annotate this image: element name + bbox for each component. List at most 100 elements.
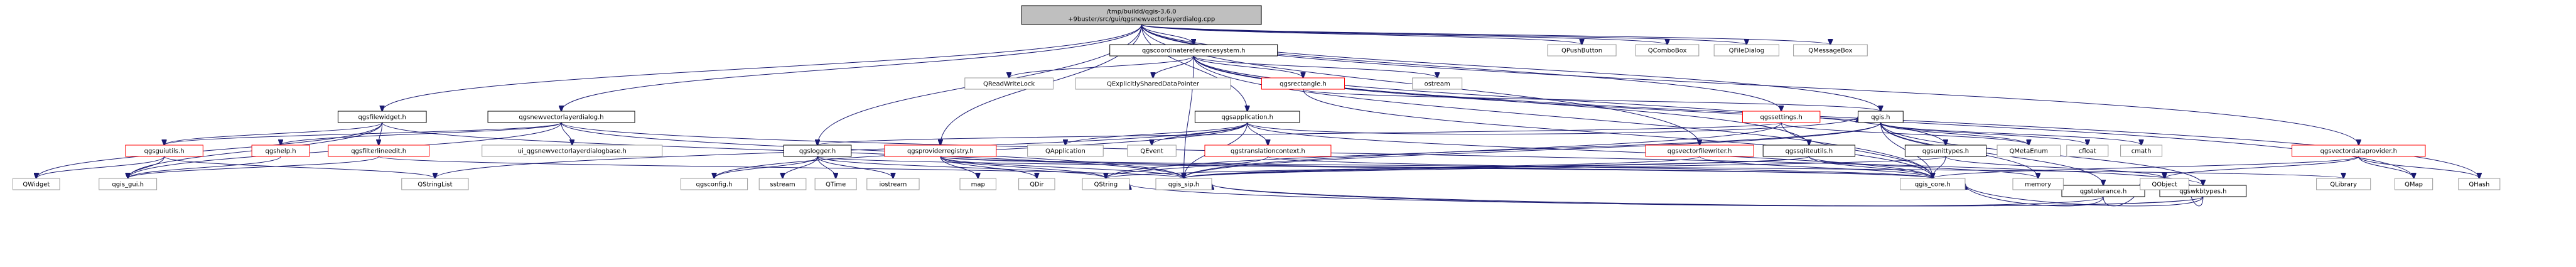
edge-qgssettings-h-to-qmetaenum xyxy=(1781,122,2029,145)
node-box xyxy=(2012,178,2064,190)
node-box xyxy=(337,111,427,123)
node-label: QComboBox xyxy=(1648,48,1687,55)
node-label: qgshelp.h xyxy=(266,148,296,155)
node-label: qgsunittypes.h xyxy=(1922,148,1969,155)
node-label: QObject xyxy=(2152,182,2177,188)
node-box xyxy=(884,144,997,157)
node-qgstolerance-h[interactable]: qgstolerance.h xyxy=(2061,185,2145,197)
edge-qgscoordinatereferencesystem-h-to-qreadwritelock xyxy=(1009,55,1194,78)
node-qstring: QString xyxy=(1082,178,1130,190)
edge-qgshelp-h-to-qgis-gui-h xyxy=(128,156,281,178)
edge-qgstolerance-h-to-qgis-sip-h xyxy=(1212,184,2104,207)
node-qgsrectangle-h[interactable]: qgsrectangle.h xyxy=(1261,77,1345,90)
edge-qgsapplication-h-to-qgstranslationcontext-h xyxy=(1247,122,1268,145)
node-qstringlist: QStringList xyxy=(401,178,469,190)
node-qgsvectordataprovider-h[interactable]: qgsvectordataprovider.h xyxy=(2292,144,2426,157)
edge-qgsnewvectorlayerdialog-h-to-qgshelp-h xyxy=(281,122,562,145)
node-qgsvectorfilewriter-h[interactable]: qgsvectorfilewriter.h xyxy=(1645,144,1754,157)
node-qgis-sip-h: qgis_sip.h xyxy=(1155,178,1212,190)
edge-qgis-h-to-cmath xyxy=(1880,122,2141,145)
node-label: cfloat xyxy=(2079,148,2096,155)
node-qapplication: QApplication xyxy=(1027,144,1104,157)
node-qobject: QObject xyxy=(2140,178,2189,190)
node-qgslogger-h[interactable]: qgslogger.h xyxy=(783,144,852,157)
node-qgssqliteutils-h[interactable]: qgssqliteutils.h xyxy=(1762,144,1856,157)
node-qgsproviderregistry-h[interactable]: qgsproviderregistry.h xyxy=(884,144,997,157)
edge-qgscoordinatereferencesystem-h-to-ostream xyxy=(1193,55,1437,78)
node-qreadwritelock: QReadWriteLock xyxy=(964,77,1054,90)
node-box xyxy=(1018,178,1055,190)
node-box xyxy=(964,77,1054,90)
edge-qgssettings-h-to-qgslogger-h xyxy=(817,122,1782,145)
edge-root-to-qgsfilewidget-h xyxy=(382,24,1142,111)
node-qgsapplication-h[interactable]: qgsapplication.h xyxy=(1194,111,1300,123)
edge-qgsnewvectorlayerdialog-h-to-qgis-sip-h xyxy=(561,122,1183,178)
edge-qgis-h-to-qmetaenum xyxy=(1880,122,2029,145)
node-box xyxy=(1793,44,1868,57)
node-qgshelp-h[interactable]: qgshelp.h xyxy=(251,144,310,157)
node-label: qgscoordinatereferencesystem.h xyxy=(1142,48,1246,55)
node-label: qgis_core.h xyxy=(1915,182,1951,188)
node-qlibrary: QLibrary xyxy=(2316,178,2371,190)
node-qgscoordinatereferencesystem-h[interactable]: qgscoordinatereferencesystem.h xyxy=(1109,44,1278,57)
node-qmetaenum: QMetaEnum xyxy=(1997,144,2061,157)
node-ostream: ostream xyxy=(1412,77,1463,90)
node-root[interactable]: /tmp/buildd/qgis-3.6.0+9buster/src/gui/q… xyxy=(1021,5,1262,25)
edge-qgsunittypes-h-to-qobject xyxy=(1945,156,2165,178)
node-box xyxy=(487,111,635,123)
node-box xyxy=(959,178,996,190)
node-qcombobox: QComboBox xyxy=(1635,44,1700,57)
edge-qgsfilterlineedit-h-to-qgis-sip-h xyxy=(378,156,1183,178)
node-qgis-h[interactable]: qgis.h xyxy=(1858,111,1904,123)
node-box xyxy=(2292,144,2426,157)
node-qgsnewvectorlayerdialog-h[interactable]: qgsnewvectorlayerdialog.h xyxy=(487,111,635,123)
node-box xyxy=(1412,77,1463,90)
node-label: memory xyxy=(2025,182,2051,188)
node-qevent: QEvent xyxy=(1127,144,1177,157)
node-box xyxy=(2061,185,2145,197)
node-box xyxy=(758,178,807,190)
node-label: qgsapplication.h xyxy=(1221,114,1273,121)
edge-qgscoordinatereferencesystem-h-to-qgis-core-h xyxy=(1193,55,1932,178)
node-label: qgis_gui.h xyxy=(112,182,144,188)
node-label: qgssettings.h xyxy=(1760,114,1802,121)
edge-qgsapplication-h-to-qgis-h xyxy=(1247,117,1858,134)
node-label: qgsguiutils.h xyxy=(144,148,185,155)
node-label: QWidget xyxy=(23,182,50,188)
edge-qgssqliteutils-h-to-qstring xyxy=(1106,156,1809,178)
edge-qgsguiutils-h-to-qwidget xyxy=(36,156,165,178)
node-box xyxy=(2066,144,2109,157)
edge-qgsguiutils-h-to-qstringlist xyxy=(164,156,435,178)
node-box xyxy=(814,178,857,190)
node-box xyxy=(1858,111,1904,123)
edge-qgsunittypes-h-to-qgis-sip-h xyxy=(1183,156,1946,178)
node-label: qgsvectordataprovider.h xyxy=(2320,148,2397,155)
node-label: QDir xyxy=(1030,182,1044,188)
node-box xyxy=(2394,178,2433,190)
node-qgsfilterlineedit-h[interactable]: qgsfilterlineedit.h xyxy=(328,144,430,157)
node-box xyxy=(866,178,920,190)
node-box xyxy=(401,178,469,190)
node-label: map xyxy=(971,182,985,188)
node-box xyxy=(680,178,748,190)
node-qgstranslationcontext-h[interactable]: qgstranslationcontext.h xyxy=(1204,144,1332,157)
node-label: qgsfilterlineedit.h xyxy=(351,148,406,155)
edge-qgis-h-to-cfloat xyxy=(1880,122,2087,145)
node-qgssettings-h[interactable]: qgssettings.h xyxy=(1742,111,1821,123)
node-qgsunittypes-h[interactable]: qgsunittypes.h xyxy=(1904,144,1987,157)
node-map: map xyxy=(959,178,996,190)
edge-qgscoordinatereferencesystem-h-to-qgsrectangle-h xyxy=(1193,55,1303,78)
edge-qgis-h-to-qgstolerance-h xyxy=(1880,122,2103,185)
node-box xyxy=(12,178,60,190)
node-qexplicitlyshareddatapointer: QExplicitlySharedDataPointer xyxy=(1075,77,1231,90)
edge-qgscoordinatereferencesystem-h-to-qgsunittypes-h xyxy=(1193,55,1946,145)
node-box xyxy=(1082,178,1130,190)
edge-qgscoordinatereferencesystem-h-to-qgis-sip-h xyxy=(1183,55,1194,178)
node-box xyxy=(1261,77,1345,90)
edge-qgsapplication-h-to-qgis-core-h xyxy=(1247,122,1933,178)
node-qgsfilewidget-h[interactable]: qgsfilewidget.h xyxy=(337,111,427,123)
node-qgsguiutils-h[interactable]: qgsguiutils.h xyxy=(125,144,203,157)
node-qgis-gui-h: qgis_gui.h xyxy=(99,178,158,190)
node-box xyxy=(1027,144,1104,157)
edge-qgsapplication-h-to-qevent xyxy=(1152,122,1248,145)
